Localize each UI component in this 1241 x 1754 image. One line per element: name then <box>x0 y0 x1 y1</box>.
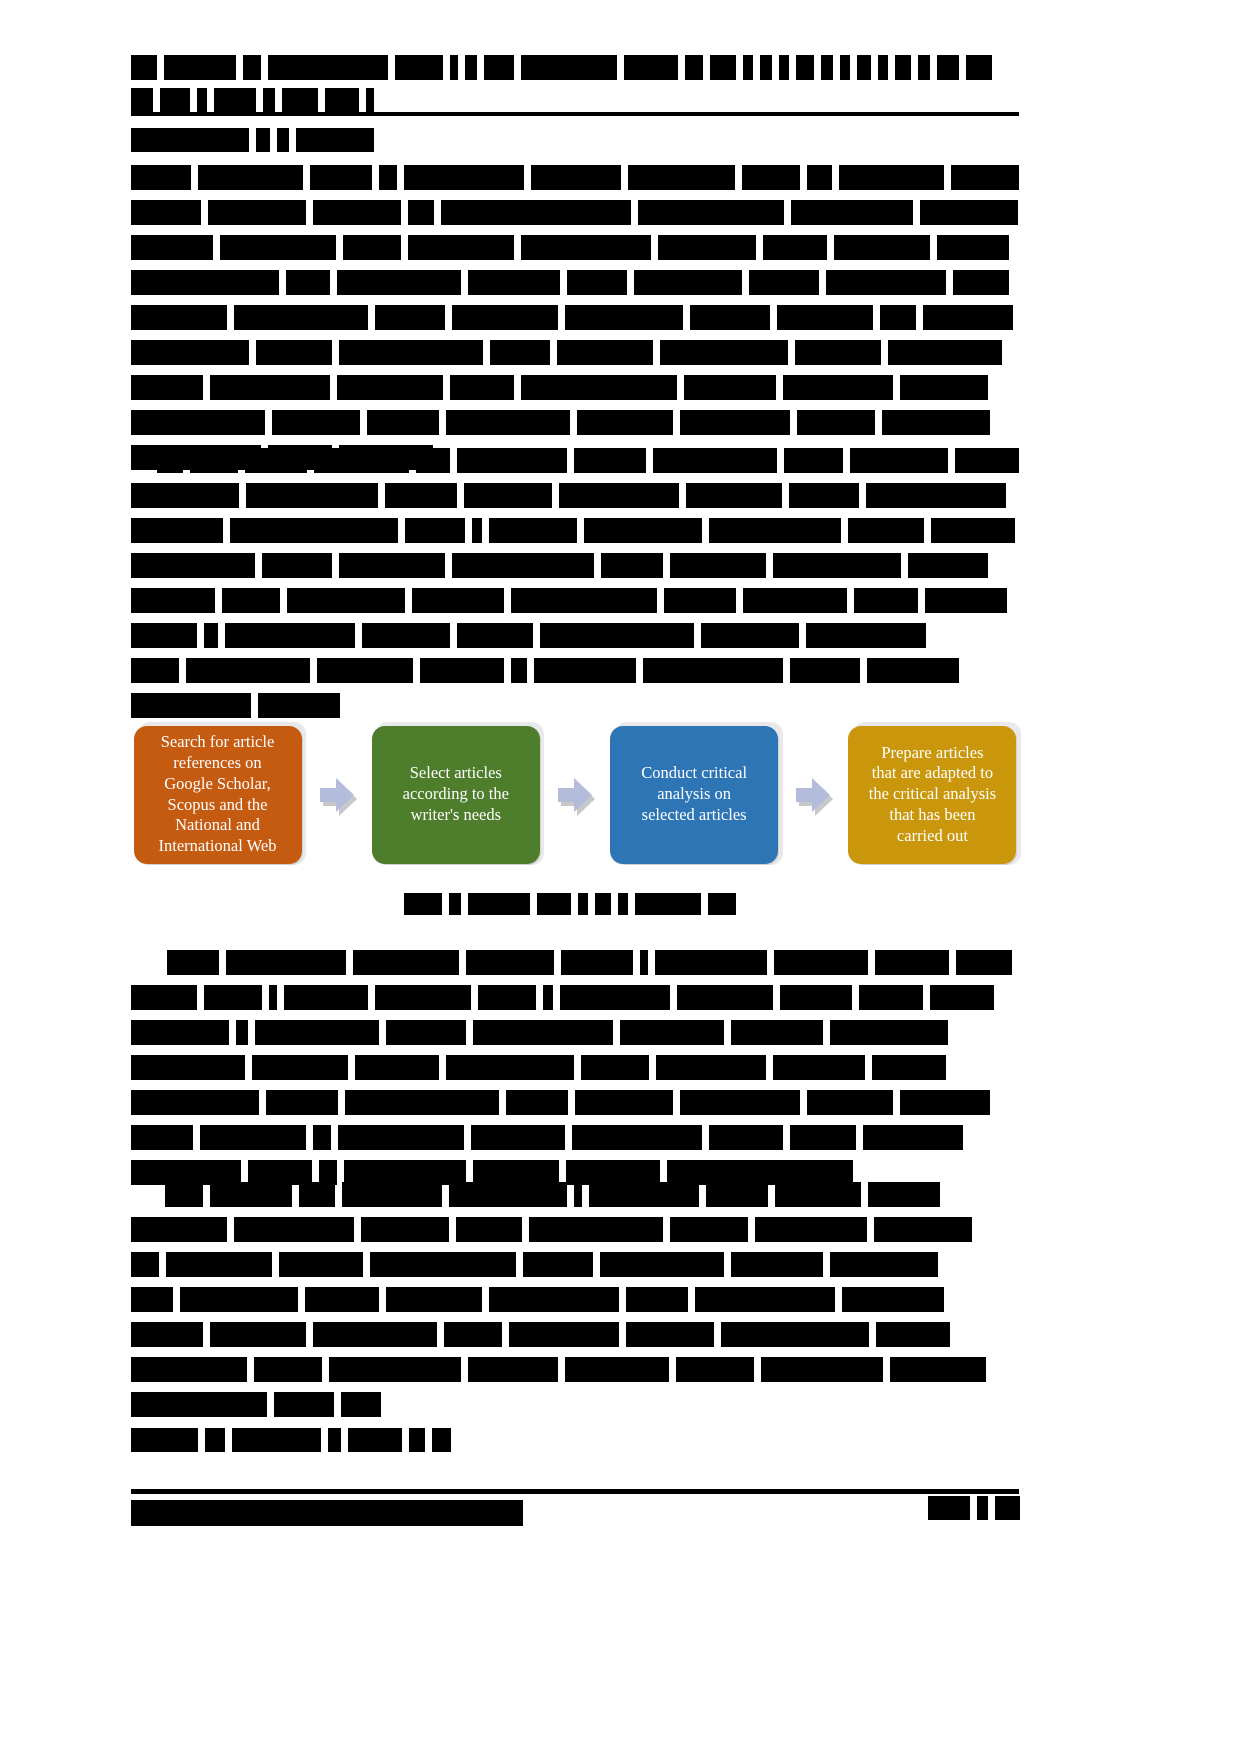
text-line <box>131 340 1019 365</box>
step-label: Search for article references on Google … <box>158 732 277 856</box>
step-wrap-2: Select articles according to the writer'… <box>369 722 545 867</box>
header-divider-rule <box>131 112 1019 116</box>
text-line <box>131 1252 1019 1277</box>
text-line <box>131 483 1019 508</box>
text-line <box>131 518 1019 543</box>
text-line <box>131 623 1019 648</box>
text-line <box>131 1125 1019 1150</box>
text-line <box>131 235 1019 260</box>
text-line <box>131 165 1019 190</box>
text-line-last <box>131 693 1019 718</box>
text-line <box>131 1287 1019 1312</box>
text-line <box>131 448 1019 473</box>
step-wrap-4: Prepare articles that are adapted to the… <box>846 722 1021 867</box>
text-line <box>131 1217 1019 1242</box>
footer-page-number <box>928 1496 1021 1530</box>
text-line <box>131 375 1019 400</box>
body-paragraph-3 <box>131 950 1019 1195</box>
text-line <box>131 1055 1019 1080</box>
text-line-last <box>131 1392 1019 1417</box>
text-line <box>131 1322 1019 1347</box>
text-line <box>131 950 1019 975</box>
connector-1 <box>306 722 368 867</box>
body-paragraph-1 <box>131 165 1019 480</box>
step-label: Conduct critical analysis on selected ar… <box>641 763 748 824</box>
section-heading-lower <box>131 1428 451 1462</box>
text-line-last <box>131 1160 1019 1185</box>
text-line <box>131 1020 1019 1045</box>
chevron-right-icon <box>554 772 596 818</box>
chevron-right-icon <box>316 772 358 818</box>
step-wrap-1: Search for article references on Google … <box>131 722 306 867</box>
step-search-references[interactable]: Search for article references on Google … <box>133 725 302 864</box>
text-line <box>131 305 1019 330</box>
step-select-articles[interactable]: Select articles according to the writer'… <box>371 725 540 864</box>
header-title-line-2 <box>131 88 1019 113</box>
text-line <box>131 410 1019 435</box>
body-paragraph-2 <box>131 448 1019 728</box>
text-line <box>131 658 1019 683</box>
text-line <box>131 1090 1019 1115</box>
text-line <box>131 588 1019 613</box>
connector-3 <box>782 722 844 867</box>
chevron-right-icon <box>792 772 834 818</box>
figure-caption <box>399 893 741 921</box>
step-conduct-analysis[interactable]: Conduct critical analysis on selected ar… <box>610 725 779 864</box>
step-prepare-articles[interactable]: Prepare articles that are adapted to the… <box>848 725 1017 864</box>
footer-left-text <box>131 1500 531 1536</box>
text-line <box>131 1357 1019 1382</box>
footer-divider-rule <box>131 1489 1019 1494</box>
text-line <box>131 1182 1019 1207</box>
connector-2 <box>544 722 606 867</box>
step-label: Select articles according to the writer'… <box>402 763 509 824</box>
text-line <box>131 553 1019 578</box>
step-label: Prepare articles that are adapted to the… <box>868 742 997 845</box>
header-title-line-1 <box>131 55 1019 80</box>
text-line <box>131 270 1019 295</box>
text-line <box>131 200 1019 225</box>
page-header <box>131 55 1019 121</box>
body-paragraph-4 <box>131 1182 1019 1427</box>
step-wrap-3: Conduct critical analysis on selected ar… <box>608 722 783 867</box>
section-heading-1 <box>131 128 376 162</box>
process-flow-diagram: Search for article references on Google … <box>131 722 1021 867</box>
text-line <box>131 985 1019 1010</box>
